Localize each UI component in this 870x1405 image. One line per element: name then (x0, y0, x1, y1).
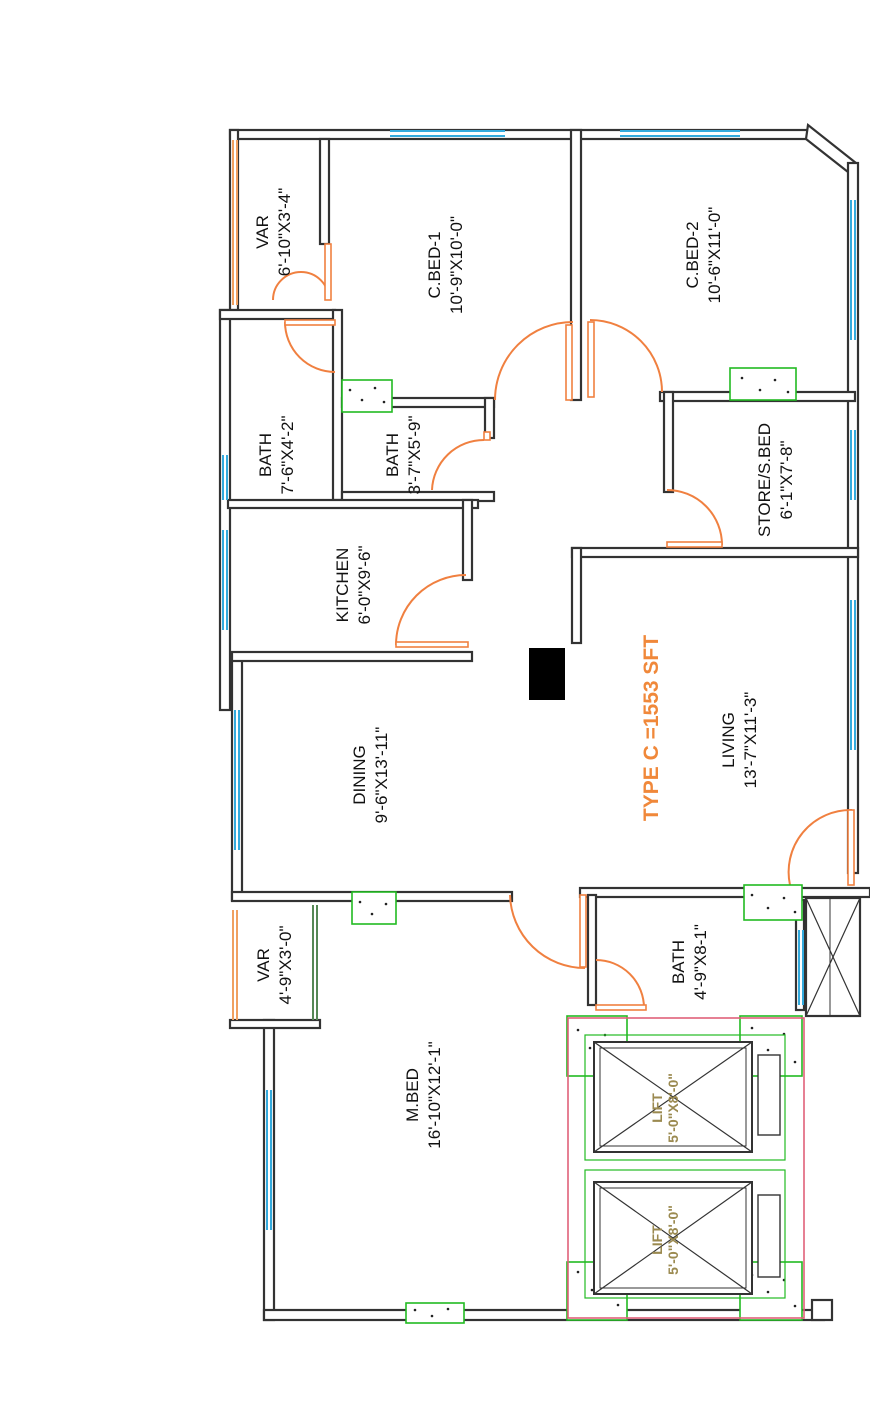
lift-car-2 (593, 1181, 781, 1295)
bath3-size: 4'-9"X8-1" (691, 924, 710, 1000)
var-bottom-name: VAR (254, 948, 273, 982)
var-top-name: VAR (253, 215, 272, 249)
room-labels: VAR 6'-10"X3'-4" C.BED-1 10'-9"X10'-0" C… (253, 188, 796, 1275)
walls (218, 122, 870, 1322)
lift2-size: 5'-0"X8'-0" (665, 1205, 681, 1275)
living-size: 13'-7"X11'-3" (741, 692, 760, 789)
cbed2-size: 10'-6"X11'-0" (705, 207, 724, 304)
mbed-size: 16'-10"X12'-1" (425, 1041, 444, 1148)
store-name: STORE/S.BED (755, 423, 774, 537)
dining-name: DINING (350, 745, 369, 805)
var-top-size: 6'-10"X3'-4" (275, 188, 294, 277)
bath1-name: BATH (256, 433, 275, 477)
bath1-size: 7'-6"X4'-2" (278, 415, 297, 494)
lift2-name: LIFT (649, 1225, 665, 1255)
columns (341, 367, 803, 1324)
lift1-name: LIFT (649, 1093, 665, 1123)
mbed-name: M.BED (403, 1068, 422, 1122)
kitchen-name: KITCHEN (333, 548, 352, 623)
balcony-railings (232, 140, 318, 1020)
store-size: 6'-1"X7'-8" (777, 440, 796, 519)
doors (272, 243, 855, 1011)
lift-core (567, 1017, 805, 1319)
bath2-name: BATH (383, 433, 402, 477)
lift-car-1 (593, 1041, 781, 1153)
var-bottom-size: 4'-9"X3'-0" (276, 925, 295, 1004)
cbed1-name: C.BED-1 (425, 231, 444, 298)
kitchen-size: 6'-0"X9'-6" (355, 545, 374, 624)
dining-size: 9'-6"X13'-11" (372, 727, 391, 824)
plan-type-label: TYPE C =1553 SFT (640, 635, 663, 821)
marker-block (529, 648, 565, 700)
bath3-name: BATH (669, 940, 688, 984)
cbed2-name: C.BED-2 (683, 221, 702, 288)
lift1-size: 5'-0"X8'-0" (665, 1073, 681, 1143)
cbed1-size: 10'-9"X10'-0" (447, 216, 466, 314)
living-name: LIVING (719, 712, 738, 768)
windows (222, 130, 856, 1230)
bath2-size: 3'-7"X5'-9" (405, 415, 424, 494)
